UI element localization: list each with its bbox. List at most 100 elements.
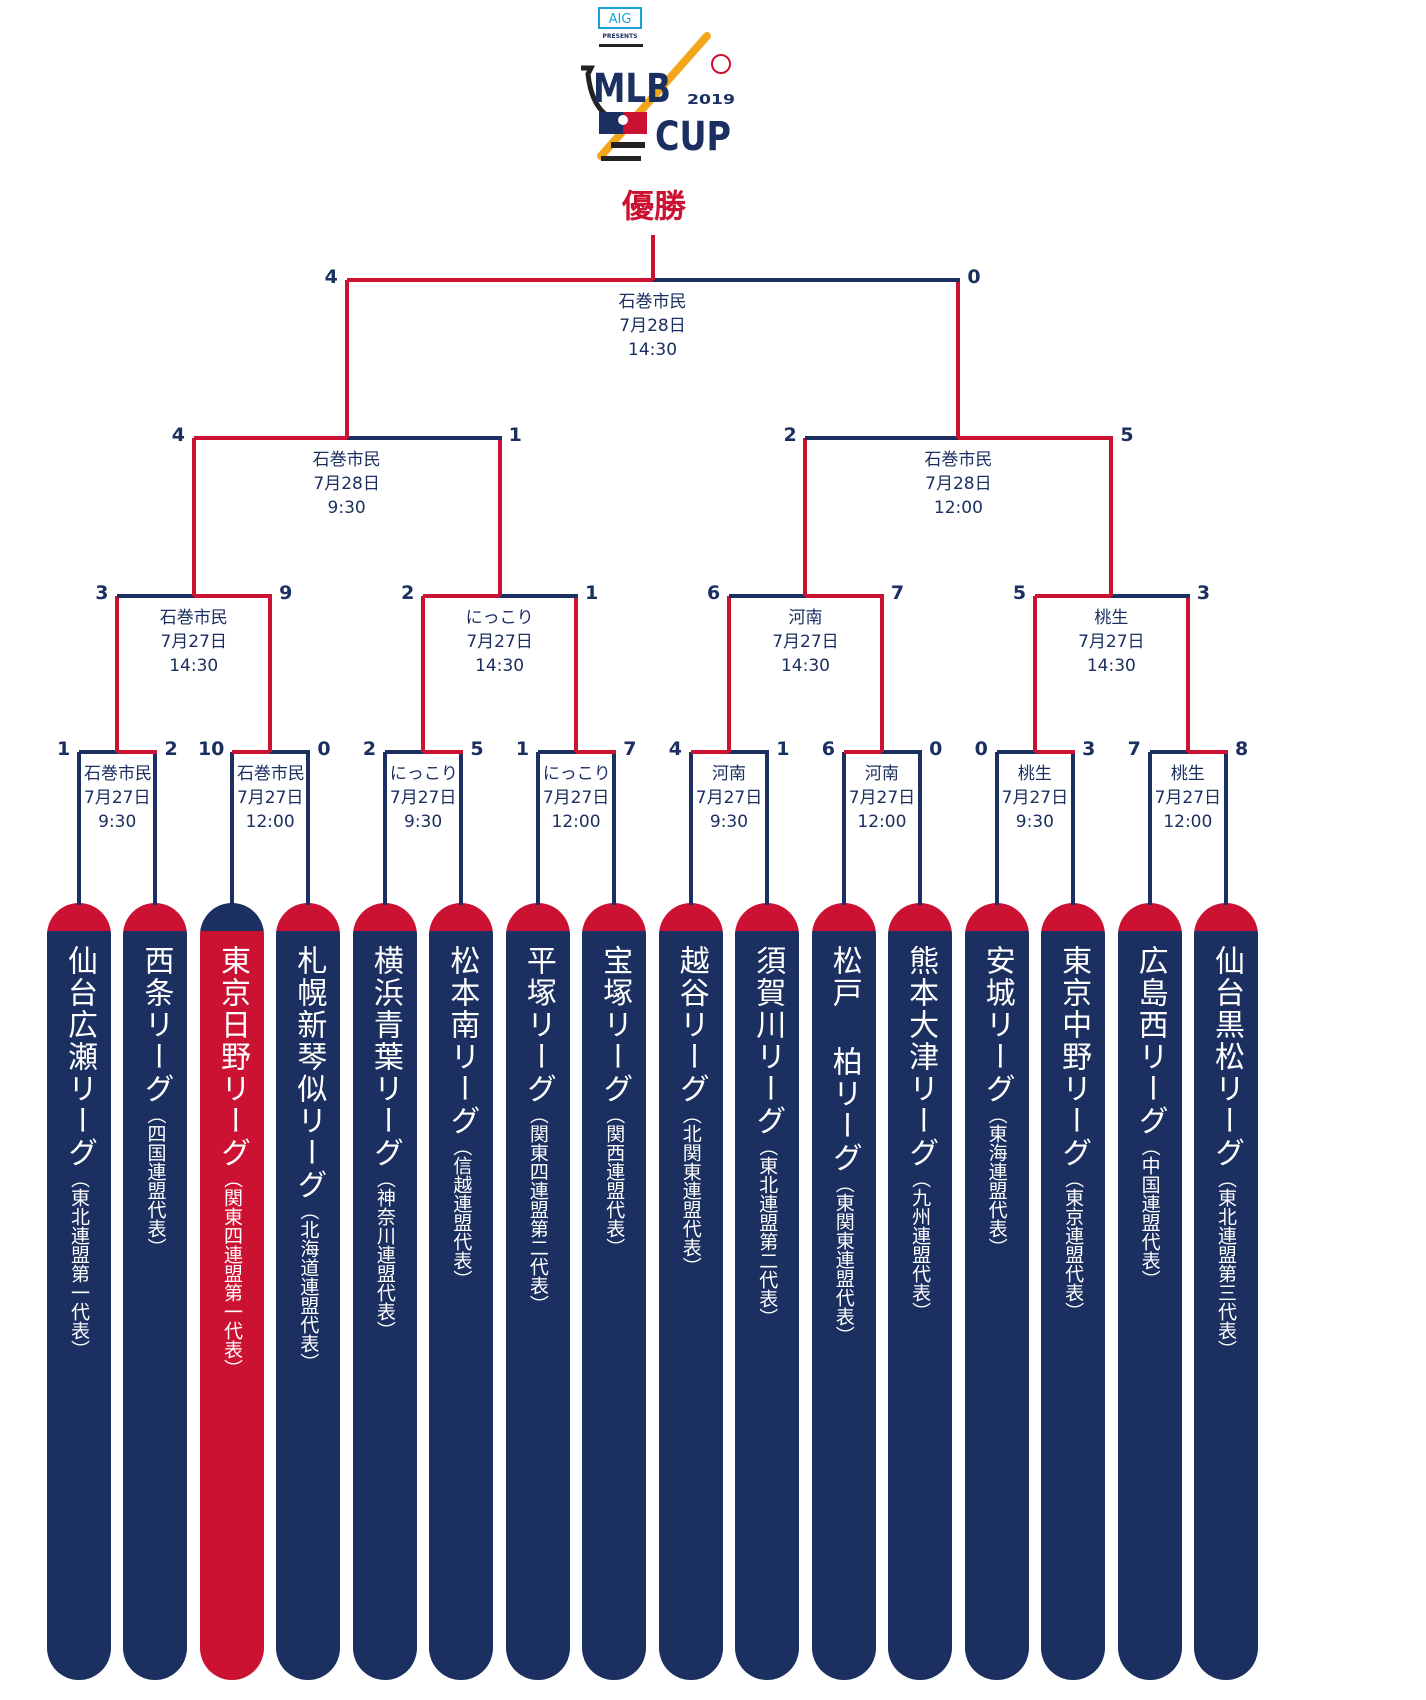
team-label: 松戸 柏リーグ（東関東連盟代表）	[812, 945, 876, 1345]
bracket-line	[117, 750, 158, 754]
match-venue: 河南	[788, 608, 823, 628]
bracket-line	[1187, 750, 1229, 754]
bracket-line	[803, 438, 808, 596]
bracket-line	[1111, 594, 1190, 598]
score-left: 3	[95, 582, 109, 604]
team-body	[505, 931, 570, 1680]
match-date: 7月27日	[84, 788, 151, 808]
bracket-line	[688, 752, 693, 905]
score-left: 10	[197, 738, 225, 760]
team-cap	[123, 903, 188, 931]
team-label: 熊本大津リーグ（九州連盟代表）	[888, 945, 952, 1321]
match-venue: にっこり	[389, 764, 458, 784]
team-cap	[811, 903, 876, 931]
score-left: 4	[668, 738, 682, 760]
bracket-line	[1149, 750, 1190, 754]
match-date: 7月27日	[1001, 788, 1069, 808]
team-card: 札幌新琴似リーグ（北海道連盟代表）	[276, 903, 341, 1680]
team-body	[658, 931, 723, 1680]
bracket-line	[79, 750, 120, 754]
score-left: 6	[706, 582, 721, 604]
logo-cup: CUP	[655, 114, 731, 160]
match-time: 14:30	[475, 656, 525, 676]
team-label: 平塚リーグ（関東四連盟第二代表）	[506, 945, 570, 1314]
mlb-cup-trophy-logo-icon: AIG PRESENTS MLB 2019 CUP	[581, 7, 735, 161]
team-name: 広島西リーグ	[1132, 945, 1168, 1137]
team-cap	[658, 903, 723, 931]
team-body	[964, 931, 1029, 1680]
match-time: 9:30	[327, 498, 366, 518]
match-date: 7月27日	[848, 788, 916, 808]
match-date: 7月28日	[619, 316, 686, 336]
team-cap	[735, 903, 800, 931]
team-region: （東北連盟第二代表）	[756, 1137, 779, 1327]
team-name: 安城リーグ	[979, 945, 1015, 1105]
team-card: 横浜青葉リーグ（神奈川連盟代表）	[352, 903, 417, 1680]
team-card: 宝塚リーグ（関西連盟代表）	[582, 903, 647, 1680]
bracket-line	[994, 752, 999, 905]
bracket-line	[497, 438, 502, 596]
team-region: （神奈川連盟代表）	[373, 1169, 396, 1340]
bracket-line	[270, 750, 311, 754]
bracket-line	[726, 596, 731, 752]
team-region: （中国連盟代表）	[1138, 1137, 1161, 1289]
team-card: 西条リーグ（四国連盟代表）	[123, 903, 188, 1680]
team-name: 東京日野リーグ	[214, 945, 250, 1169]
score-left: 2	[362, 738, 377, 760]
bracket-line	[1224, 752, 1229, 905]
bracket-line	[459, 752, 464, 905]
team-card: 仙台広瀬リーグ（東北連盟第一代表）	[47, 903, 111, 1680]
team-label: 須賀川リーグ（東北連盟第二代表）	[735, 945, 799, 1327]
match-time: 9:30	[1015, 812, 1054, 832]
bracket-line	[765, 752, 770, 905]
team-card: 東京日野リーグ（関東四連盟第一代表）	[199, 903, 264, 1680]
team-region: （東京連盟代表）	[1062, 1169, 1085, 1321]
team-cap	[47, 903, 111, 931]
score-right: 0	[967, 266, 981, 288]
team-label: 東京日野リーグ（関東四連盟第一代表）	[200, 945, 264, 1378]
match-date: 7月27日	[542, 788, 610, 808]
score-left: 7	[1127, 738, 1141, 760]
bracket-line	[956, 280, 961, 438]
score-left: 2	[783, 424, 797, 446]
bracket-line	[1185, 596, 1190, 752]
bracket-line	[423, 594, 502, 598]
score-right: 5	[1120, 424, 1134, 446]
team-name: 越谷リーグ	[673, 945, 709, 1105]
team-card: 越谷リーグ（北関東連盟代表）	[658, 903, 723, 1680]
mlb-cup-logo: AIG PRESENTS MLB 2019 CUP	[575, 6, 745, 170]
bracket-line	[117, 594, 196, 598]
bracket-line	[382, 752, 387, 905]
bracket-line	[268, 596, 273, 752]
team-body	[582, 931, 647, 1680]
team-name: 平塚リーグ	[520, 945, 556, 1105]
bracket-line	[1071, 752, 1076, 905]
team-name: 熊本大津リーグ	[903, 945, 939, 1169]
team-body	[199, 931, 264, 1680]
match-venue: にっこり	[465, 608, 534, 628]
match-date: 7月27日	[695, 788, 763, 808]
bracket-line	[843, 750, 884, 754]
team-body	[811, 931, 876, 1680]
team-cap	[199, 903, 264, 931]
match-time: 9:30	[709, 812, 749, 832]
bracket-line	[193, 436, 349, 440]
score-left: 6	[821, 738, 835, 760]
score-right: 9	[279, 582, 293, 604]
match-time: 14:30	[780, 656, 830, 676]
match-date: 7月27日	[236, 788, 304, 808]
team-label: 横浜青葉リーグ（神奈川連盟代表）	[353, 945, 417, 1340]
bracket-line	[115, 596, 120, 752]
score-right: 0	[929, 738, 943, 760]
team-name: 西条リーグ	[138, 945, 174, 1105]
score-right: 3	[1082, 738, 1096, 760]
team-region: （東関東連盟代表）	[832, 1174, 855, 1345]
bracket-line	[958, 436, 1114, 440]
